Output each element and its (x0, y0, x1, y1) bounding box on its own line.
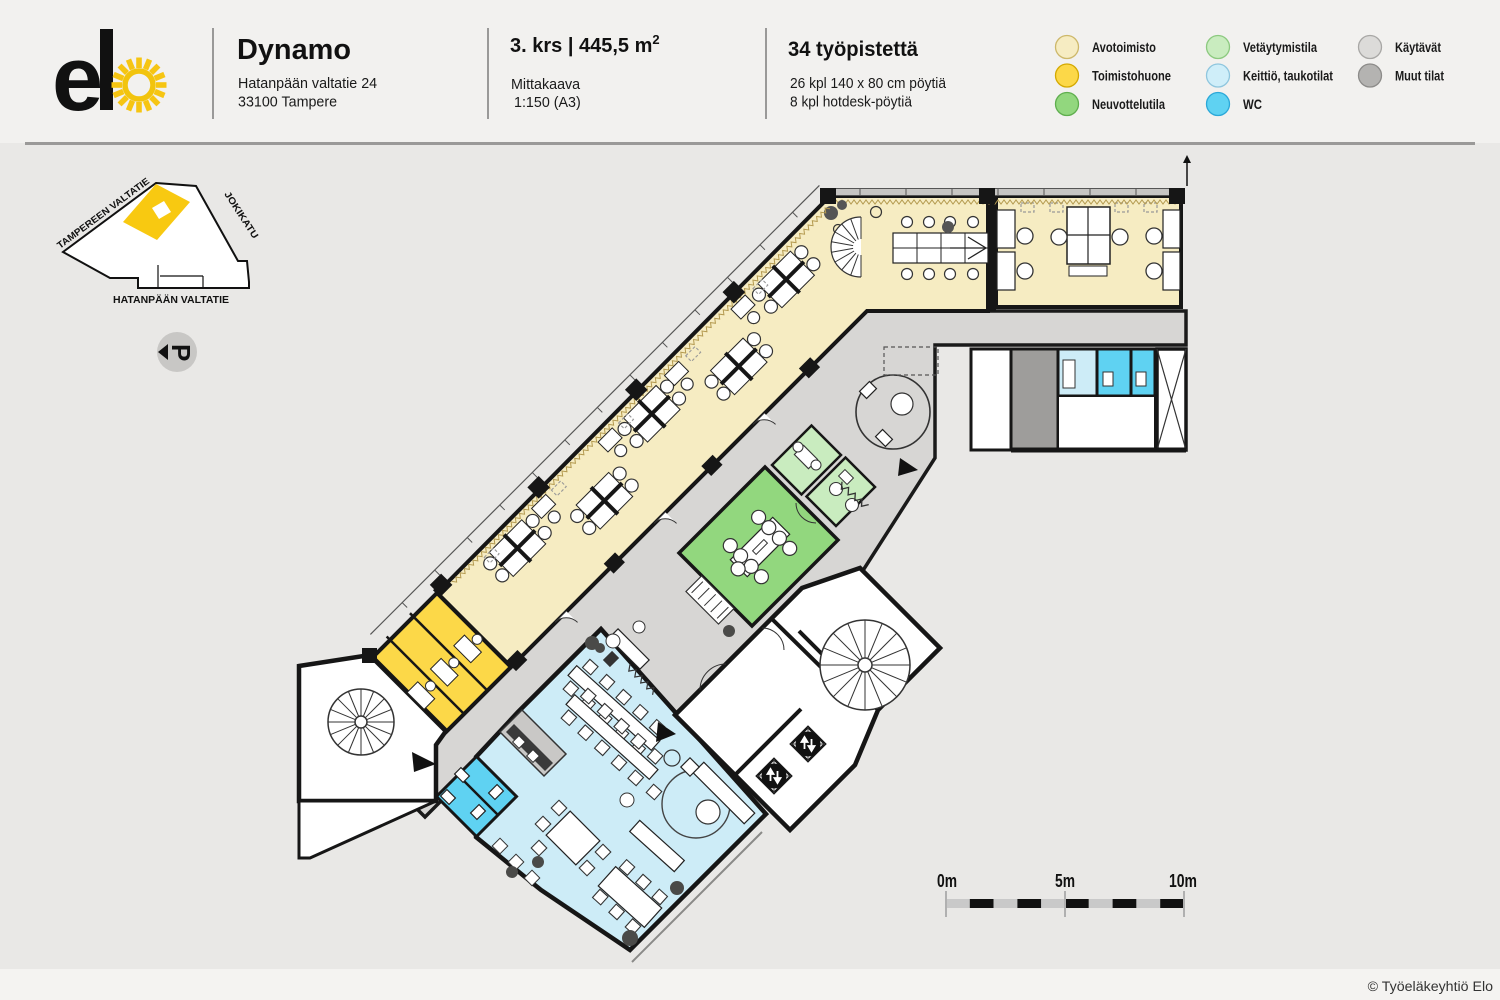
svg-text:Muut tilat: Muut tilat (1395, 68, 1444, 84)
svg-text:e: e (52, 28, 103, 130)
svg-text:33100 Tampere: 33100 Tampere (238, 95, 337, 111)
svg-text:Mittakaava: Mittakaava (511, 77, 580, 93)
svg-text:Dynamo: Dynamo (237, 34, 351, 66)
svg-text:Avotoimisto: Avotoimisto (1092, 39, 1156, 55)
svg-text:Neuvottelutila: Neuvottelutila (1092, 96, 1165, 112)
svg-text:Toimistohuone: Toimistohuone (1092, 68, 1171, 84)
svg-text:Käytävät: Käytävät (1395, 39, 1441, 55)
svg-text:© Työeläkeyhtiö Elo: © Työeläkeyhtiö Elo (1368, 979, 1493, 995)
svg-text:Keittiö, taukotilat: Keittiö, taukotilat (1243, 68, 1333, 84)
svg-text:5m: 5m (1055, 871, 1075, 891)
svg-text:0m: 0m (937, 871, 957, 891)
svg-text:P: P (166, 344, 196, 361)
svg-text:1:150 (A3): 1:150 (A3) (514, 95, 581, 111)
svg-text:3. krs | 445,5 m2: 3. krs | 445,5 m2 (510, 32, 660, 57)
svg-text:26 kpl 140 x 80 cm pöytiä: 26 kpl 140 x 80 cm pöytiä (790, 76, 946, 92)
svg-text:34 työpistettä: 34 työpistettä (788, 38, 918, 61)
svg-text:Hatanpään valtatie 24: Hatanpään valtatie 24 (238, 76, 377, 92)
svg-text:WC: WC (1243, 96, 1262, 112)
svg-text:HATANPÄÄN VALTATIE: HATANPÄÄN VALTATIE (113, 293, 229, 306)
svg-text:8 kpl hotdesk-pöytiä: 8 kpl hotdesk-pöytiä (790, 95, 912, 111)
svg-text:10m: 10m (1169, 871, 1197, 891)
svg-text:Vetäytymistila: Vetäytymistila (1243, 39, 1317, 55)
svg-text:JOKIKATU: JOKIKATU (221, 190, 260, 241)
